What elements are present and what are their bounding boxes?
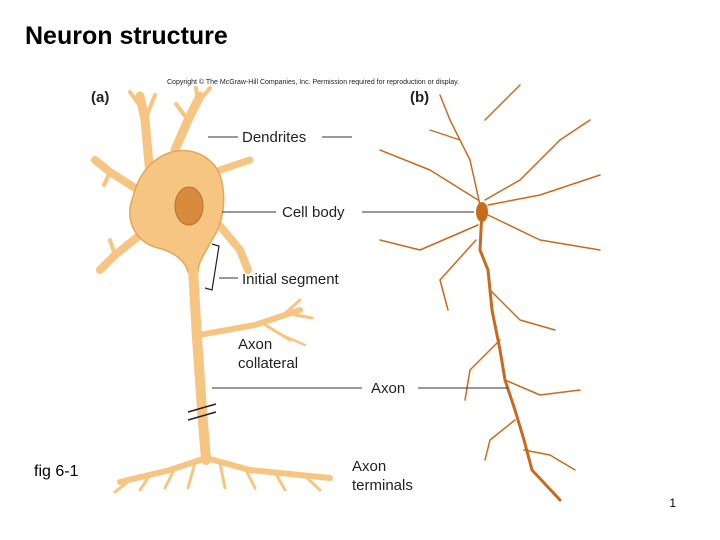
label-axon-collateral-line2: collateral — [238, 355, 299, 372]
axon-terminals — [113, 455, 333, 494]
initial-segment-bracket — [204, 243, 220, 291]
slide-title: Neuron structure — [25, 22, 228, 50]
label-initial-segment: Initial segment — [242, 271, 339, 288]
dendrites — [91, 86, 254, 274]
stained-neuron — [379, 84, 601, 502]
illustrated-neuron — [91, 86, 333, 494]
axon-collateral — [196, 298, 314, 347]
copyright-notice: Copyright © The McGraw-Hill Companies, I… — [167, 79, 460, 86]
label-cell-body: Cell body — [282, 204, 345, 221]
label-axon-terminals: Axon terminals — [352, 457, 413, 495]
label-axon-terminals-line1: Axon — [352, 458, 387, 475]
panel-label-a: (a) — [91, 89, 110, 106]
figure-caption: fig 6-1 — [34, 463, 79, 480]
axon — [188, 265, 211, 465]
axon-break — [187, 403, 217, 421]
panel-label-b: (b) — [410, 89, 430, 106]
page-number: 1 — [669, 496, 676, 510]
stained-cell-body — [476, 202, 488, 222]
label-axon-collateral: Axon collateral — [238, 335, 298, 373]
label-axon-terminals-line2: terminals — [352, 477, 413, 494]
label-axon: Axon — [371, 380, 406, 397]
label-dendrites: Dendrites — [242, 129, 307, 146]
nucleus — [174, 186, 204, 226]
leader-lines — [208, 136, 508, 389]
label-axon-collateral-line1: Axon — [238, 336, 273, 353]
